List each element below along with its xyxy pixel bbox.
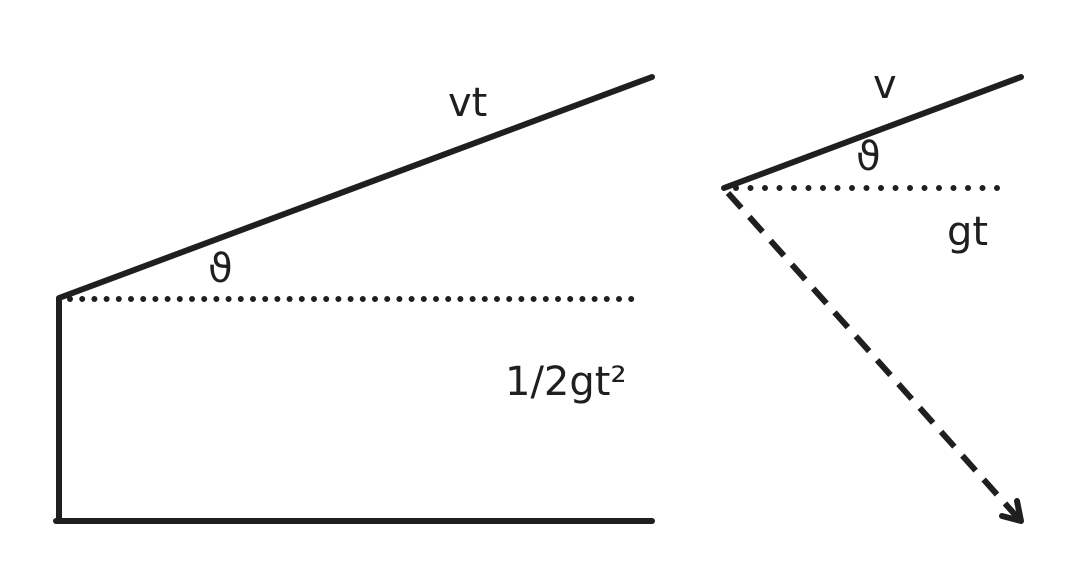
left-figure: vt ϑ 1/2gt² <box>53 74 655 524</box>
label-angle-right: ϑ <box>856 134 881 180</box>
right-figure: v ϑ gt <box>721 62 1024 524</box>
label-vt: vt <box>448 80 487 126</box>
label-gt: gt <box>947 209 988 255</box>
resultant-dashed-arrow <box>725 191 1021 520</box>
arrowhead-icon <box>999 498 1024 524</box>
incline-line-vt <box>56 74 655 301</box>
label-angle-left: ϑ <box>208 246 233 292</box>
label-half-gt-squared: 1/2gt² <box>505 359 626 405</box>
velocity-line-v <box>721 74 1024 191</box>
label-v: v <box>873 62 897 108</box>
